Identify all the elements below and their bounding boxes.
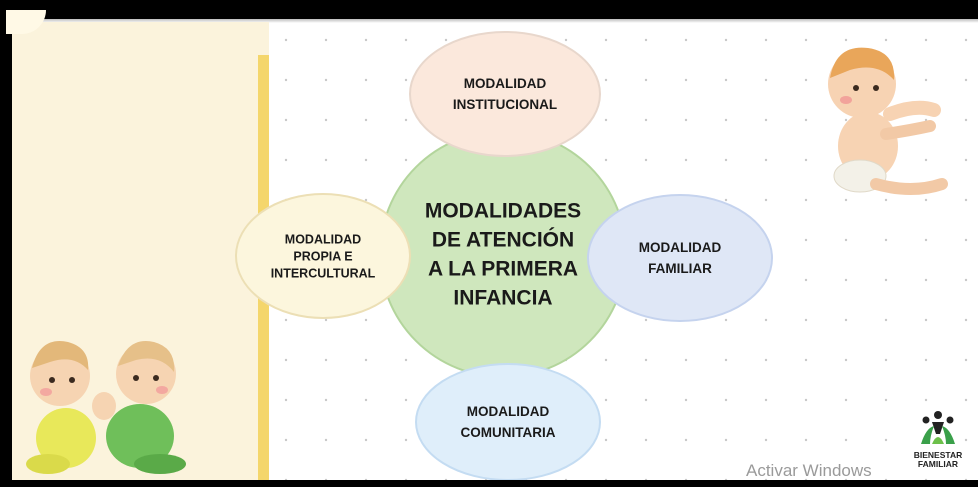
node-label-line: PROPIA E [293, 249, 352, 263]
node-familiar-label: MODALIDAD FAMILIAR [639, 240, 722, 276]
center-node: MODALIDADES DE ATENCIÓN A LA PRIMERA INFANC… [379, 130, 627, 378]
node-label-line: MODALIDAD [639, 240, 722, 255]
center-title-line: DE ATENCIÓN [432, 228, 574, 252]
activation-watermark: Activar Windows [746, 461, 872, 480]
node-label-line: MODALIDAD [467, 404, 550, 419]
node-propia-shape [235, 193, 411, 319]
node-label-line: INSTITUCIONAL [453, 97, 557, 112]
node-label-line: MODALIDAD [464, 76, 547, 91]
left-frame-bar [0, 0, 12, 487]
node-comunitaria-label: MODALIDAD COMUNITARIA [461, 404, 556, 440]
node-institucional-label: MODALIDAD INSTITUCIONAL [453, 76, 557, 112]
logo-text-line2: FAMILIAR [917, 459, 959, 469]
node-comunitaria: MODALIDAD COMUNITARIA [415, 363, 601, 481]
node-label-line: INTERCULTURAL [271, 266, 376, 280]
node-propia: MODALIDAD PROPIA E INTERCULTURAL [235, 193, 411, 319]
node-institucional: MODALIDAD INSTITUCIONAL [409, 31, 601, 157]
top-shadow [12, 19, 978, 23]
top-frame-bar [0, 0, 978, 19]
center-title-line: INFANCIA [453, 287, 552, 310]
twin-babies-illustration [26, 341, 186, 474]
bienestar-familiar-logo: BIENESTAR FAMILIAR [908, 410, 968, 474]
logo-text-line1: BIENESTAR [913, 450, 963, 460]
node-label-line: MODALIDAD [285, 232, 361, 246]
center-node-title: MODALIDADES DE ATENCIÓN A LA PRIMERA INFANC… [425, 200, 581, 310]
center-title-line: A LA PRIMERA [428, 258, 578, 281]
family-people-icon [921, 411, 955, 444]
node-familiar-shape [587, 194, 773, 322]
baby-sitting-illustration [828, 47, 948, 195]
node-label-line: COMUNITARIA [461, 425, 556, 440]
node-propia-label: MODALIDAD PROPIA E INTERCULTURAL [271, 232, 376, 280]
node-label-line: FAMILIAR [648, 261, 712, 276]
center-title-line: MODALIDADES [425, 200, 581, 223]
node-institucional-shape [409, 31, 601, 157]
bottom-frame-bar [0, 480, 978, 487]
node-comunitaria-shape [415, 363, 601, 481]
node-familiar: MODALIDAD FAMILIAR [587, 194, 773, 322]
